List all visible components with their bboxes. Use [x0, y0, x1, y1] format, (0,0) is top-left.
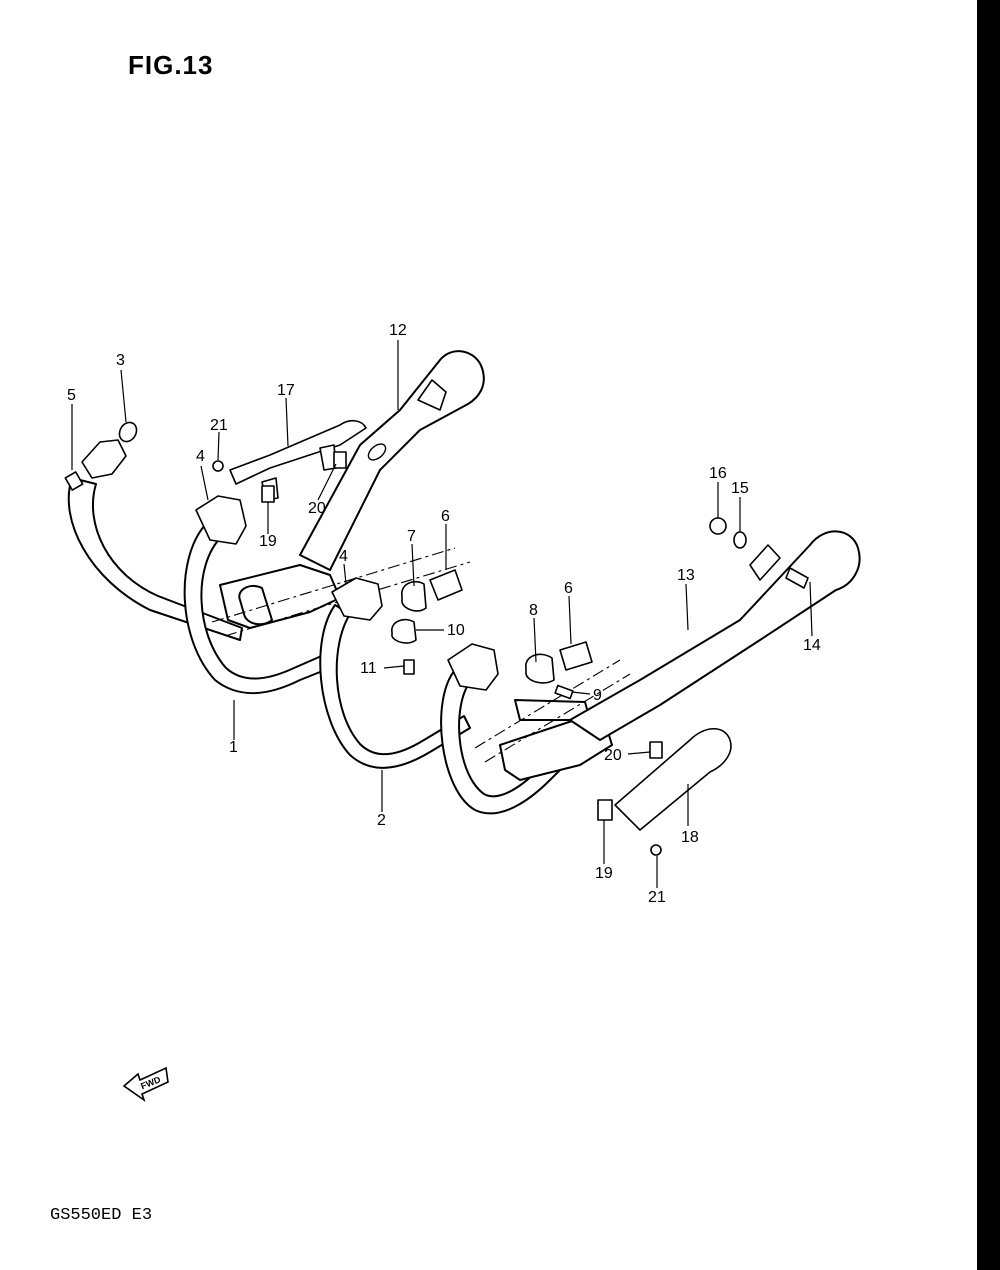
model-code: GS550ED E3: [50, 1206, 153, 1225]
callout-5: 5: [67, 387, 76, 404]
bolt-14: [785, 567, 809, 589]
callout-13: 13: [677, 567, 695, 584]
exhaust-pipe-2: [319, 604, 471, 769]
callout-6-left: 6: [441, 508, 450, 525]
screw-21-right: [650, 844, 662, 856]
callout-9: 9: [593, 687, 602, 704]
figure-title: FIG.13: [128, 50, 214, 80]
callout-10: 10: [447, 622, 465, 639]
callout-8: 8: [529, 602, 538, 619]
clamp-10: [391, 618, 417, 644]
clamp-8: [525, 653, 555, 684]
callout-4-left: 4: [196, 448, 205, 465]
muffler-12: [299, 350, 485, 571]
callout-15: 15: [731, 480, 749, 497]
exhaust-flange-5: [64, 439, 127, 491]
heat-shield-18: [614, 727, 732, 831]
callout-3: 3: [116, 352, 125, 369]
exhaust-flange-4-left: [195, 495, 247, 545]
washer-15: [733, 531, 747, 549]
callout-1: 1: [229, 739, 238, 756]
callout-21-left: 21: [210, 417, 228, 434]
nut-16: [709, 517, 727, 535]
callout-20-right: 20: [604, 747, 622, 764]
exhaust-flange-4-center: [331, 577, 383, 621]
clamp-7: [401, 580, 427, 612]
bracket-20-left: [333, 451, 347, 469]
callout-18: 18: [681, 829, 699, 846]
bracket-20-right: [649, 741, 663, 759]
leader-lines: [71, 340, 813, 888]
callout-11: 11: [360, 660, 377, 677]
bolt-11: [403, 659, 415, 675]
fwd-arrow-icon: FWD: [122, 1066, 169, 1103]
callout-16: 16: [709, 465, 727, 482]
connector-pipe-6-right: [559, 641, 593, 671]
callout-21-right: 21: [648, 889, 666, 906]
callout-7: 7: [407, 528, 416, 545]
bracket-19-right: [597, 799, 613, 821]
screw-21-left: [212, 460, 224, 472]
exhaust-flange-right: [447, 643, 499, 691]
scan-edge-bar: [977, 0, 1000, 1270]
callout-20-left: 20: [308, 500, 326, 517]
callout-19-right: 19: [595, 865, 613, 882]
collector-left: [211, 547, 471, 637]
callout-6-right: 6: [564, 580, 573, 597]
callout-4-center: 4: [339, 548, 348, 565]
exhaust-gasket-3: [118, 421, 138, 443]
bolt-9: [554, 684, 574, 700]
muffler-13: [569, 530, 861, 741]
callout-12: 12: [389, 322, 407, 339]
connector-pipe-6-left: [429, 569, 463, 601]
callout-2: 2: [377, 812, 386, 829]
callout-19-left: 19: [259, 533, 277, 550]
callout-14: 14: [803, 637, 821, 654]
bracket-19-left: [261, 485, 275, 503]
callout-labels: 1 2 3 4 4 5 6 6 7 8 9 10 11 12 13 14 15 …: [67, 322, 821, 906]
callout-17: 17: [277, 382, 295, 399]
